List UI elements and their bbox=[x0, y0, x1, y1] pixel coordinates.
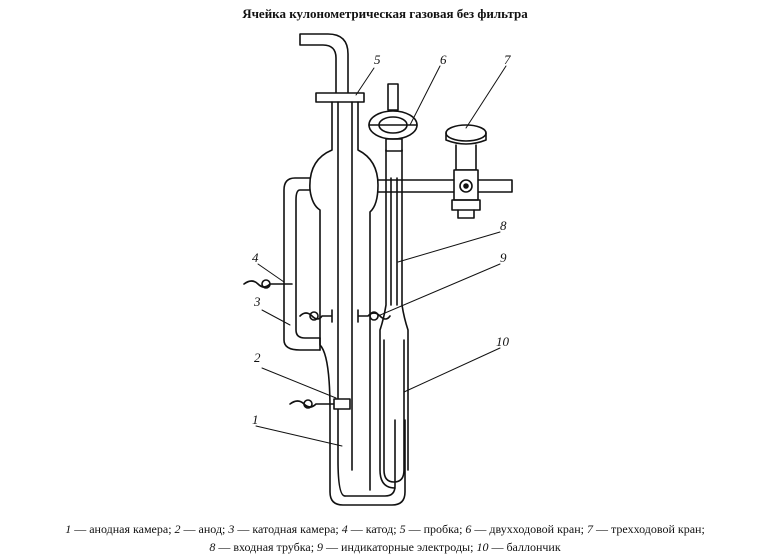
legend-num: 7 bbox=[587, 522, 594, 536]
inlet-bent-tube bbox=[299, 33, 349, 98]
input-tube-inner bbox=[390, 177, 398, 306]
legend-text: — анодная камера; bbox=[71, 522, 175, 536]
leader-5 bbox=[355, 67, 375, 96]
cathode-wire bbox=[243, 280, 293, 288]
legend-line-2: 8 — входная трубка; 9 — индикаторные эле… bbox=[0, 538, 770, 556]
legend-text: — индикаторные электроды; bbox=[323, 540, 477, 554]
legend-text: — трехходовой кран; bbox=[593, 522, 705, 536]
callout-2: 2 bbox=[254, 350, 261, 365]
inner-tube-bottom bbox=[344, 419, 396, 497]
callout-5: 5 bbox=[374, 52, 381, 67]
outlet-tube bbox=[477, 179, 513, 193]
leader-10 bbox=[403, 347, 501, 393]
legend-text: — пробка; bbox=[405, 522, 466, 536]
two-way-valve bbox=[368, 83, 418, 152]
leader-7 bbox=[465, 65, 507, 129]
leader-2 bbox=[261, 367, 337, 399]
inner-tube bbox=[337, 101, 353, 497]
callout-6: 6 bbox=[440, 52, 447, 67]
callout-10: 10 bbox=[496, 334, 510, 349]
callout-7: 7 bbox=[504, 52, 511, 67]
legend-num: 4 bbox=[341, 522, 348, 536]
legend-text: — двухходовой кран; bbox=[471, 522, 588, 536]
anode-wire-loop bbox=[303, 399, 313, 409]
leader-4 bbox=[257, 263, 285, 283]
cathode-side-arm bbox=[283, 177, 321, 351]
legend-num: 3 bbox=[228, 522, 235, 536]
anode-plate bbox=[333, 398, 351, 410]
indicator-electrode-left-loop bbox=[309, 311, 319, 321]
legend-num: 5 bbox=[399, 522, 406, 536]
legend-num: 8 bbox=[209, 540, 216, 554]
legend-text: — входная трубка; bbox=[215, 540, 318, 554]
legend-text: — баллончик bbox=[488, 540, 561, 554]
leader-3 bbox=[261, 309, 291, 326]
callout-9: 9 bbox=[500, 250, 507, 265]
cathode-wire-loop bbox=[261, 279, 271, 289]
anode-chamber-right bbox=[357, 101, 379, 491]
legend-num: 6 bbox=[465, 522, 472, 536]
legend-num: 10 bbox=[476, 540, 489, 554]
indicator-electrode-left bbox=[299, 309, 333, 323]
reservoir bbox=[383, 339, 405, 483]
connection-tube bbox=[377, 179, 456, 193]
callout-1: 1 bbox=[252, 412, 259, 427]
legend-text: — анод; bbox=[180, 522, 229, 536]
callout-4: 4 bbox=[252, 250, 259, 265]
figure-title: Ячейка кулонометрическая газовая без фил… bbox=[242, 6, 528, 21]
legend-num: 2 bbox=[174, 522, 181, 536]
legend-line-1: 1 — анодная камера; 2 — анод; 3 — катодн… bbox=[0, 520, 770, 538]
anode-chamber-outer bbox=[309, 101, 406, 506]
legend-num: 9 bbox=[317, 540, 324, 554]
input-tube-outer bbox=[379, 149, 409, 489]
three-way-valve bbox=[445, 124, 487, 219]
stopper bbox=[315, 92, 365, 103]
legend-num: 1 bbox=[65, 522, 72, 536]
callout-3: 3 bbox=[253, 294, 261, 309]
legend: 1 — анодная камера; 2 — анод; 3 — катодн… bbox=[0, 520, 770, 556]
legend-text: — катод; bbox=[347, 522, 400, 536]
leader-9 bbox=[377, 263, 501, 317]
legend-text: — катодная камера; bbox=[234, 522, 342, 536]
callout-8: 8 bbox=[500, 218, 507, 233]
leader-8 bbox=[397, 231, 501, 263]
leader-1 bbox=[255, 425, 343, 447]
leader-6 bbox=[409, 65, 441, 126]
